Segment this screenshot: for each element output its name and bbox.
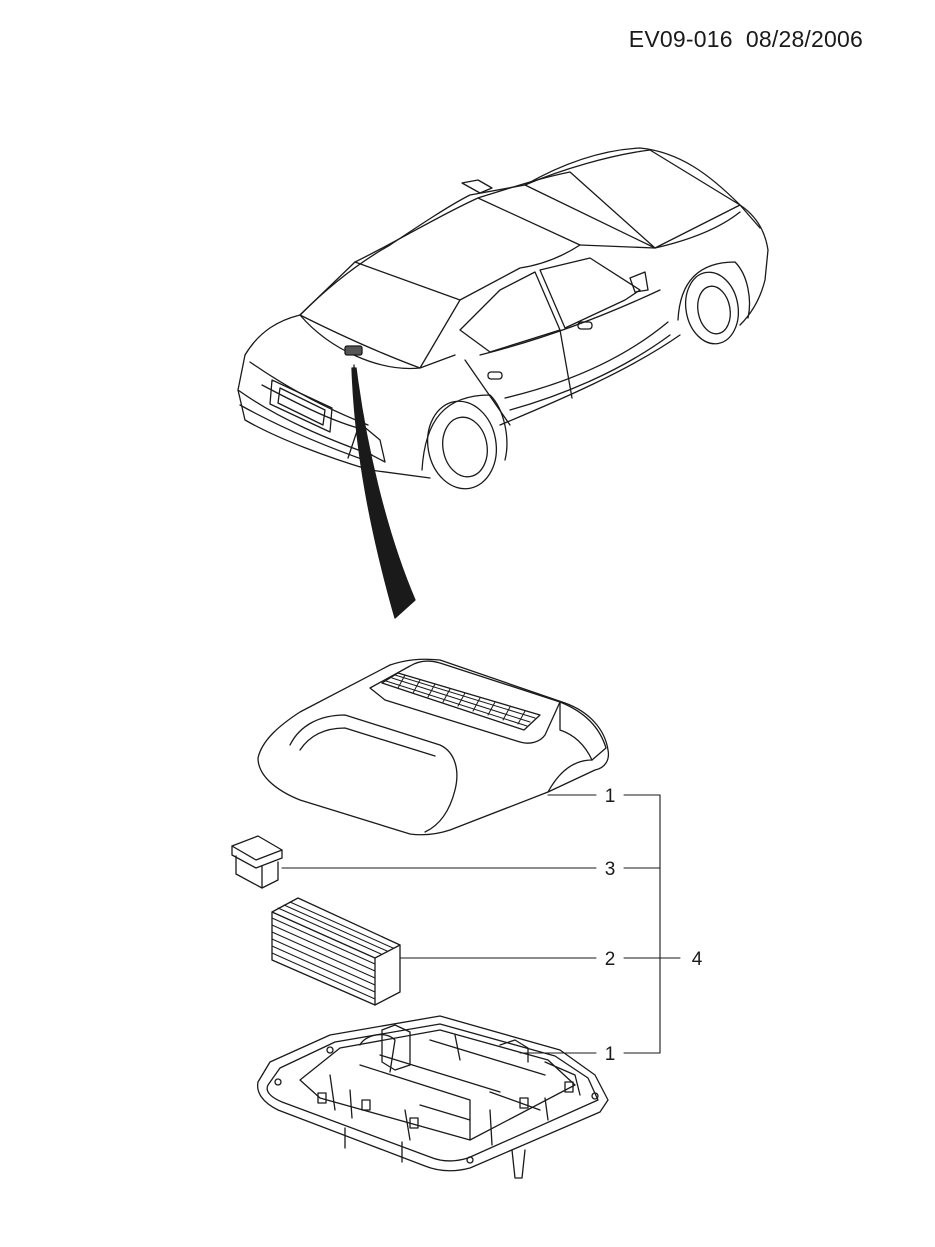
callout-2-lens: 2 [605, 949, 616, 970]
pointer-arrow [351, 367, 416, 619]
sedan-illustration [237, 147, 769, 490]
callout-1-cover: 1 [605, 786, 616, 807]
bulb-socket [231, 835, 283, 889]
callout-leaders [281, 794, 681, 1054]
drawing-date: 08/28/2006 [745, 26, 863, 52]
lamp-housing-lower [256, 1015, 609, 1179]
drawing-code: EV09-016 [628, 26, 733, 52]
lamp-cover-upper [257, 658, 610, 836]
lamp-lens [271, 897, 401, 1006]
drawing-header: EV09-016 08/28/2006 [629, 26, 863, 53]
callout-1-housing: 1 [605, 1044, 616, 1065]
callout-4-assembly: 4 [692, 949, 703, 970]
callout-3-bulb: 3 [605, 859, 616, 880]
